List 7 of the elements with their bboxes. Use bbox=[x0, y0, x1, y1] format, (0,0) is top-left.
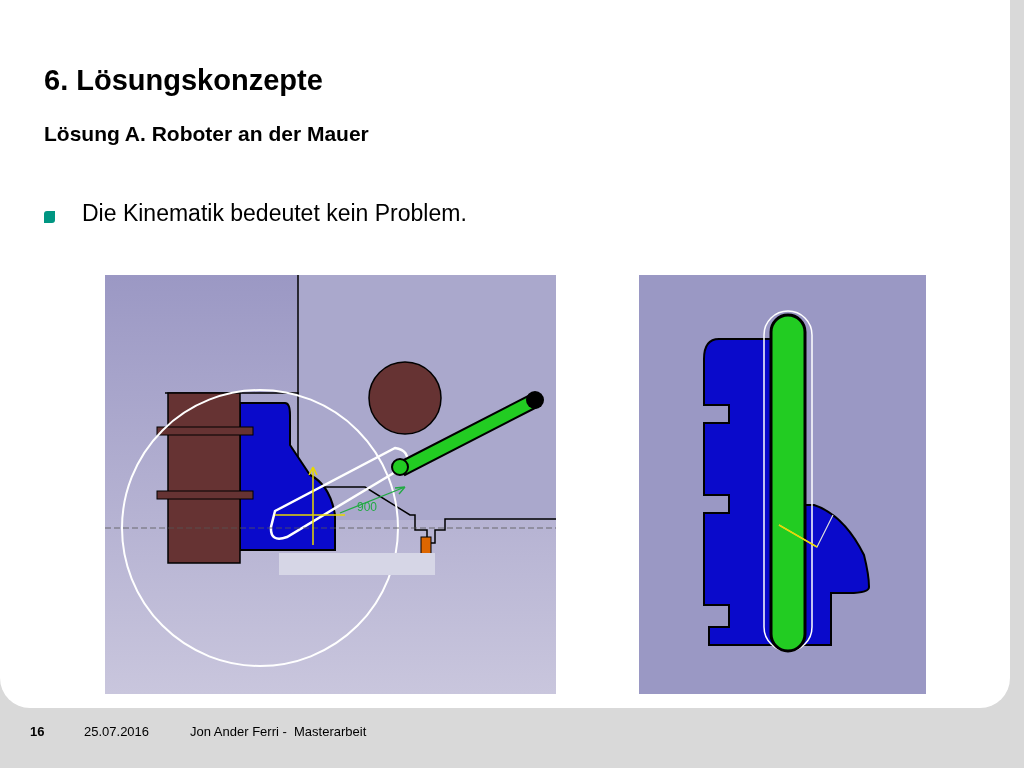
dimension-label: 900 bbox=[357, 500, 378, 514]
footer-date: 25.07.2016 bbox=[84, 724, 150, 739]
slide-title: 6. Lösungskonzepte bbox=[44, 64, 323, 97]
footer-author: Jon Ander Ferri - Masterarbeit bbox=[190, 724, 367, 739]
page-number: 16 bbox=[30, 724, 45, 739]
slide-subtitle: Lösung A. Roboter an der Mauer bbox=[44, 122, 369, 146]
bullet-text: Die Kinematik bedeutet kein Problem. bbox=[82, 200, 467, 227]
